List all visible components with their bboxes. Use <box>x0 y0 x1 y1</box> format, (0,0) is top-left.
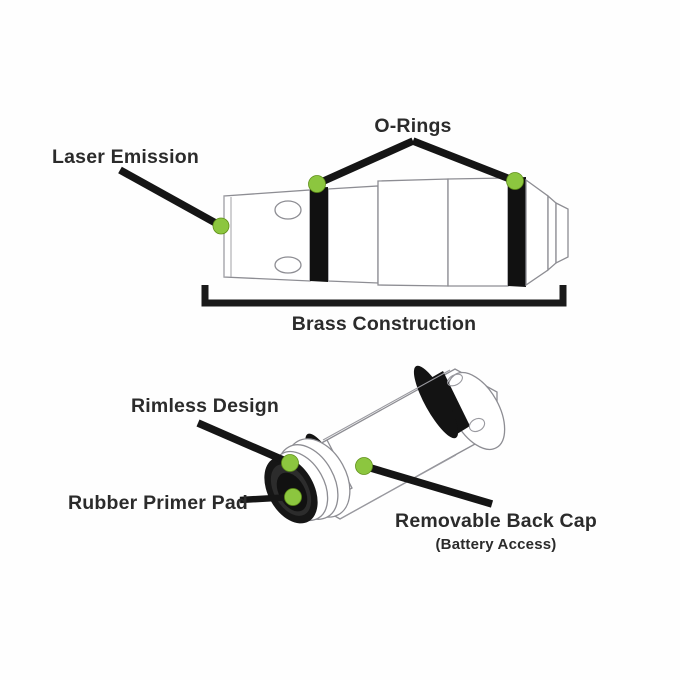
vent-hole-lower <box>274 256 302 274</box>
mid-body-section <box>327 177 509 287</box>
o-rings-leader-left <box>315 137 415 188</box>
o-rings-leader-right <box>411 137 517 185</box>
tapered-end-cap <box>525 178 569 287</box>
rear-cap-hole-upper <box>447 373 463 387</box>
label-removable-back-cap: Removable Back Cap <box>395 510 597 532</box>
label-rimless-design: Rimless Design <box>131 395 279 417</box>
removable-back-cap-leader <box>362 462 494 508</box>
vent-hole-upper <box>274 200 302 220</box>
o-ring-front-marker <box>308 175 326 193</box>
rimless-design-leader <box>196 419 292 467</box>
o-ring-rear-marker <box>506 172 524 190</box>
rubber-primer-pad-marker <box>284 488 302 506</box>
removable-back-cap-marker <box>355 457 373 475</box>
rimless-design-marker <box>281 454 299 472</box>
label-o-rings: O-Rings <box>374 115 451 137</box>
lower-diagram-group: Rimless Design Rubber Primer Pad Removab… <box>68 365 597 553</box>
front-o-ring-band <box>310 187 328 282</box>
laser-emission-marker <box>212 217 230 235</box>
upper-diagram-group: Laser Emission O-Rings Brass Constructio… <box>52 115 569 335</box>
rear-o-ring-band <box>508 177 526 287</box>
brass-construction-bracket <box>201 285 567 307</box>
label-brass-construction: Brass Construction <box>292 313 477 335</box>
barrel-contour-upper <box>322 369 451 441</box>
laser-emission-leader <box>118 166 223 230</box>
rear-cap-hole-lower <box>468 417 486 433</box>
barrel-contour-lower <box>339 454 457 520</box>
label-laser-emission: Laser Emission <box>52 146 199 168</box>
label-rubber-primer-pad: Rubber Primer Pad <box>68 492 248 514</box>
label-battery-access: (Battery Access) <box>435 536 556 553</box>
